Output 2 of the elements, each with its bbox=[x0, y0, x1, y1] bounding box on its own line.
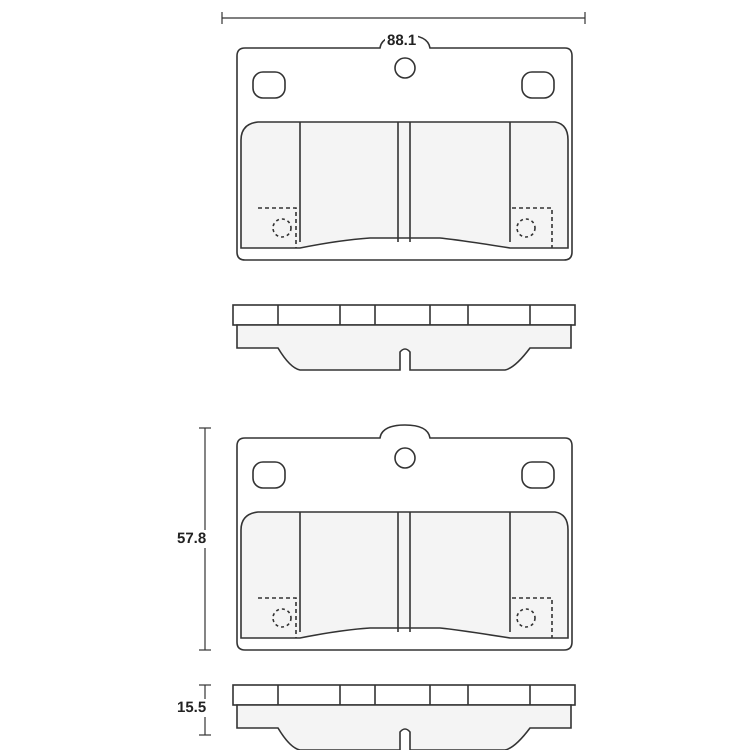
dimension-label: 57.8 bbox=[175, 530, 208, 548]
dimension-label: 15.5 bbox=[175, 699, 208, 717]
